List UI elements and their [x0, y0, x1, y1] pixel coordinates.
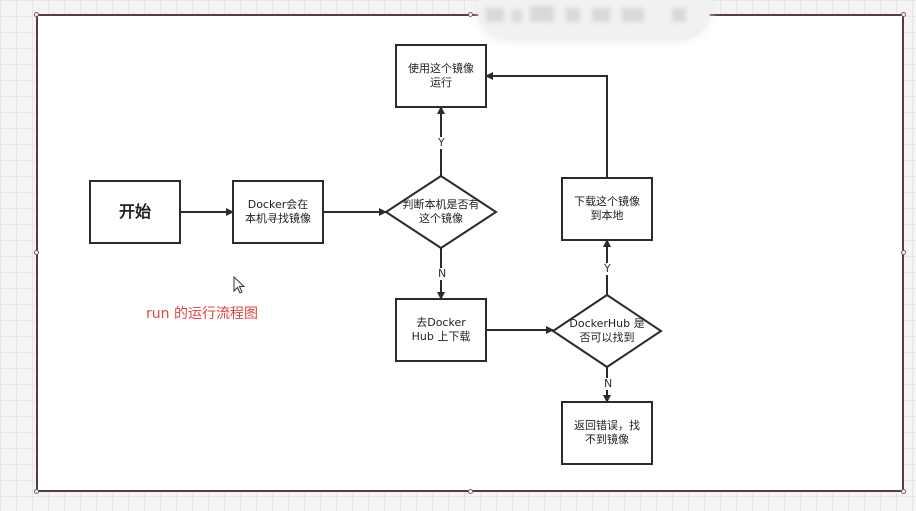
node-error-box[interactable]: [561, 401, 653, 465]
resize-handle[interactable]: [901, 489, 906, 494]
resize-handle[interactable]: [901, 12, 906, 17]
node-search-local-box[interactable]: [232, 180, 324, 244]
resize-handle[interactable]: [901, 250, 906, 255]
node-check-local-decision[interactable]: [384, 174, 498, 250]
edge-download-to-run: [485, 72, 608, 178]
edge-label-local-yes: Y: [437, 136, 446, 149]
resize-handle[interactable]: [34, 250, 39, 255]
resize-handle[interactable]: [34, 489, 39, 494]
resize-handle[interactable]: [34, 12, 39, 17]
edge-label-hub-no: N: [603, 377, 614, 390]
resize-handle[interactable]: [468, 12, 473, 17]
edge-label-hub-yes: Y: [603, 262, 612, 275]
node-check-hub-decision[interactable]: [551, 293, 663, 369]
node-start-box[interactable]: [89, 180, 181, 244]
mouse-pointer-icon: [233, 276, 246, 294]
node-go-hub-box[interactable]: [395, 298, 487, 362]
diagram-caption: run 的运行流程图: [146, 306, 258, 322]
node-download-box[interactable]: [561, 177, 653, 241]
node-run-image-box[interactable]: [395, 44, 487, 108]
resize-handle[interactable]: [468, 489, 473, 494]
edge-label-local-no: N: [437, 267, 448, 280]
